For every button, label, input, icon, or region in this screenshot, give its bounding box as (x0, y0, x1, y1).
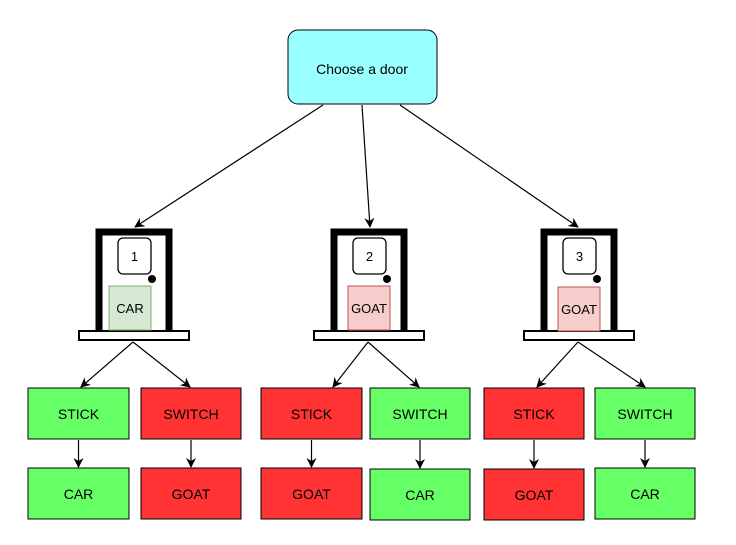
door-number-plate (117, 237, 152, 275)
doorknob-icon (593, 275, 601, 283)
door-threshold (313, 330, 425, 341)
stick-box (27, 387, 130, 440)
door-number: 1 (131, 249, 138, 264)
result-label: CAR (64, 486, 94, 502)
arrow-door-1-to-switch (132, 341, 191, 388)
arrow-door-2-to-switch (367, 341, 420, 388)
stick-label: STICK (291, 406, 333, 422)
prize-card-goat (347, 285, 391, 331)
door-3-branches: STICK GOAT SWITCH CAR (483, 387, 696, 521)
result-box-car (594, 467, 696, 520)
root-node-label: Choose a door (316, 61, 408, 77)
result-label: GOAT (292, 486, 331, 502)
prize-label: CAR (116, 301, 143, 316)
arrow-door-3-to-stick (536, 341, 579, 388)
door-2: 2 GOAT (313, 228, 425, 341)
result-box-goat (140, 467, 242, 520)
switch-box (369, 387, 471, 440)
switch-label: SWITCH (163, 406, 218, 422)
door-number: 3 (576, 249, 583, 264)
result-box-goat (483, 468, 585, 521)
door-number-plate (562, 237, 597, 275)
root-node-box (287, 29, 438, 105)
arrow-root-to-door-3 (399, 104, 579, 228)
arrow-root-to-door-1 (134, 104, 324, 228)
door-threshold (78, 330, 190, 341)
switch-label: SWITCH (617, 406, 672, 422)
switch-label: SWITCH (392, 406, 447, 422)
switch-box (594, 387, 696, 440)
door-3: 3 GOAT (523, 228, 635, 341)
door-1-branches: STICK CAR SWITCH GOAT (27, 387, 242, 520)
door-number: 2 (366, 249, 373, 264)
doorknob-icon (148, 275, 156, 283)
stick-box (260, 387, 363, 440)
result-box-goat (260, 467, 363, 520)
arrow-root-to-door-2 (361, 104, 375, 228)
result-box-car (369, 468, 471, 521)
result-label: CAR (630, 486, 660, 502)
arrow-door-1-to-stick (80, 341, 134, 388)
door-1: 1 CAR (78, 228, 190, 341)
door-threshold (523, 330, 635, 341)
arrow-door-2-to-stick (332, 341, 369, 388)
stick-label: STICK (513, 406, 555, 422)
prize-label: GOAT (351, 301, 387, 316)
stick-box (483, 387, 585, 440)
door-number-plate (352, 237, 387, 275)
prize-label: GOAT (561, 302, 597, 317)
root-node: Choose a door (287, 29, 438, 105)
result-label: GOAT (172, 486, 211, 502)
doorknob-icon (383, 275, 391, 283)
stick-label: STICK (58, 406, 100, 422)
prize-card-goat (557, 286, 601, 332)
arrow-door-3-to-switch (577, 341, 646, 388)
result-label: CAR (405, 487, 435, 503)
door-2-branches: STICK GOAT SWITCH CAR (260, 387, 471, 521)
result-label: GOAT (515, 487, 554, 503)
result-box-car (27, 467, 130, 520)
switch-box (140, 387, 242, 440)
prize-card-car (108, 285, 152, 331)
